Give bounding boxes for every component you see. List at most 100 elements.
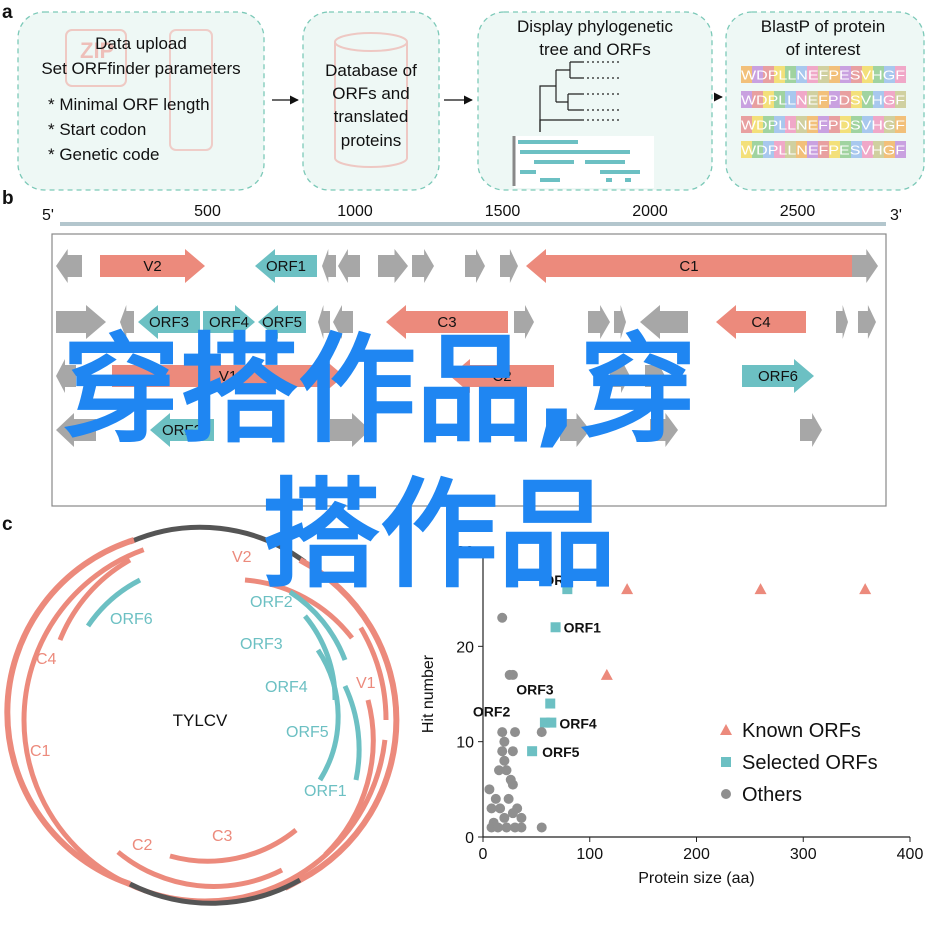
alignment-cell (752, 141, 763, 158)
point-known-orfs (600, 668, 613, 680)
three-prime-label: 3' (890, 207, 902, 224)
point-others (486, 803, 497, 814)
point-selected-orfs (546, 717, 557, 728)
alignment-cell (895, 116, 906, 133)
point-others (497, 746, 508, 757)
alignment-cell (752, 116, 763, 133)
orf-track-segment (600, 170, 640, 174)
y-axis-label: Hit number (420, 654, 437, 733)
step3-line2: tree and ORFs (539, 40, 651, 59)
genome-tick-500: 500 (194, 203, 221, 220)
alignment-cell (862, 66, 873, 83)
point-selected-orfs (527, 746, 538, 757)
alignment-cell (873, 66, 884, 83)
orf-orf2 (150, 413, 214, 447)
database-box (302, 11, 440, 191)
alignment-cell (774, 66, 785, 83)
x-tick-label: 300 (790, 846, 817, 863)
point-known-orfs (859, 583, 872, 595)
orf-orf2-label: ORF2 (162, 422, 202, 439)
circular-genome (4, 524, 400, 906)
legend-entry-2: Selected ORFs (742, 752, 878, 774)
orf-orf6 (742, 359, 814, 393)
point-others (499, 812, 510, 823)
orf-gray (56, 249, 82, 283)
orf-gray (645, 359, 665, 393)
y-tick-label: 20 (456, 639, 474, 656)
orf-track-segment (518, 140, 578, 144)
orf-gray (610, 359, 630, 393)
alignment-cell (785, 116, 796, 133)
circle-label-orf1: ORF1 (304, 783, 347, 800)
point-others (499, 736, 510, 747)
orf-gray (412, 249, 434, 283)
alignment-cell (796, 66, 807, 83)
orf-c2 (450, 359, 554, 393)
x-tick-label: 100 (576, 846, 603, 863)
y-tick-label: 0 (465, 830, 474, 847)
circle-label-v1: V1 (356, 675, 376, 692)
annotation-orf2: ORF2 (473, 704, 511, 720)
alignment-row-1: WDPLLNEFPESVHGF (741, 69, 905, 83)
orf-orf1-label: ORF1 (266, 258, 306, 275)
legend-entry-3: Others (742, 784, 802, 806)
point-others (497, 612, 508, 623)
orf-gray (852, 249, 878, 283)
step4-line2: of interest (786, 40, 861, 59)
orf-gray (836, 305, 848, 339)
svg-text:ZIP: ZIP (80, 38, 114, 63)
circle-label-orf3: ORF3 (240, 636, 283, 653)
orf-c2-label: C2 (492, 368, 511, 385)
orf-gray (56, 413, 96, 447)
orf-orf3-label: ORF3 (149, 314, 189, 331)
orf-gray (333, 305, 353, 339)
alignment-cell (829, 91, 840, 108)
circle-label-c1: C1 (30, 743, 51, 760)
alignment-cell (884, 116, 895, 133)
orf-gray (560, 413, 590, 447)
panel-label-c: c (2, 514, 13, 535)
alignment-row-3: WDPLLNEFPDSVHGF (741, 119, 905, 133)
circle-label-c3: C3 (212, 828, 233, 845)
alignment-cell (774, 116, 785, 133)
genome-tick-1000: 1000 (337, 203, 373, 220)
alignment-cell (807, 91, 818, 108)
orf-c1-label: C1 (679, 258, 698, 275)
point-others (484, 784, 495, 795)
orf-orf5-label: ORF5 (262, 314, 302, 331)
alignment-cell (807, 141, 818, 158)
orf-track-segment (606, 178, 612, 182)
alignment-cell (785, 66, 796, 83)
five-prime-label: 5' (42, 207, 54, 224)
step1-title: Data upload (95, 34, 187, 53)
point-others (490, 793, 501, 804)
orf-gray (322, 249, 336, 283)
orf-gray (338, 249, 360, 283)
alignment-cell (763, 66, 774, 83)
alignment-cell (873, 91, 884, 108)
point-selected-orfs (562, 584, 573, 595)
orf-gray (650, 413, 678, 447)
orf-v1 (112, 359, 344, 393)
point-others (507, 779, 518, 790)
alignment-cell (774, 91, 785, 108)
orf-orf4-label: ORF4 (209, 314, 249, 331)
orf-c3 (386, 305, 508, 339)
point-others (536, 727, 547, 738)
circle-label-orf6: ORF6 (110, 611, 153, 628)
point-others (507, 808, 518, 819)
x-axis-label: Protein size (aa) (638, 870, 755, 887)
orf-v2 (100, 249, 205, 283)
alignment-cell (741, 66, 752, 83)
point-others (499, 755, 510, 766)
alignment-cell (829, 116, 840, 133)
step2-line3: translated (334, 107, 409, 126)
point-selected-orfs (545, 698, 556, 709)
step4-line1: BlastP of protein (761, 17, 885, 36)
legend-entry-1: Known ORFs (742, 720, 861, 742)
orf-gray (120, 305, 134, 339)
alignment-cell (851, 141, 862, 158)
point-others (516, 812, 527, 823)
alignment-cell (785, 91, 796, 108)
